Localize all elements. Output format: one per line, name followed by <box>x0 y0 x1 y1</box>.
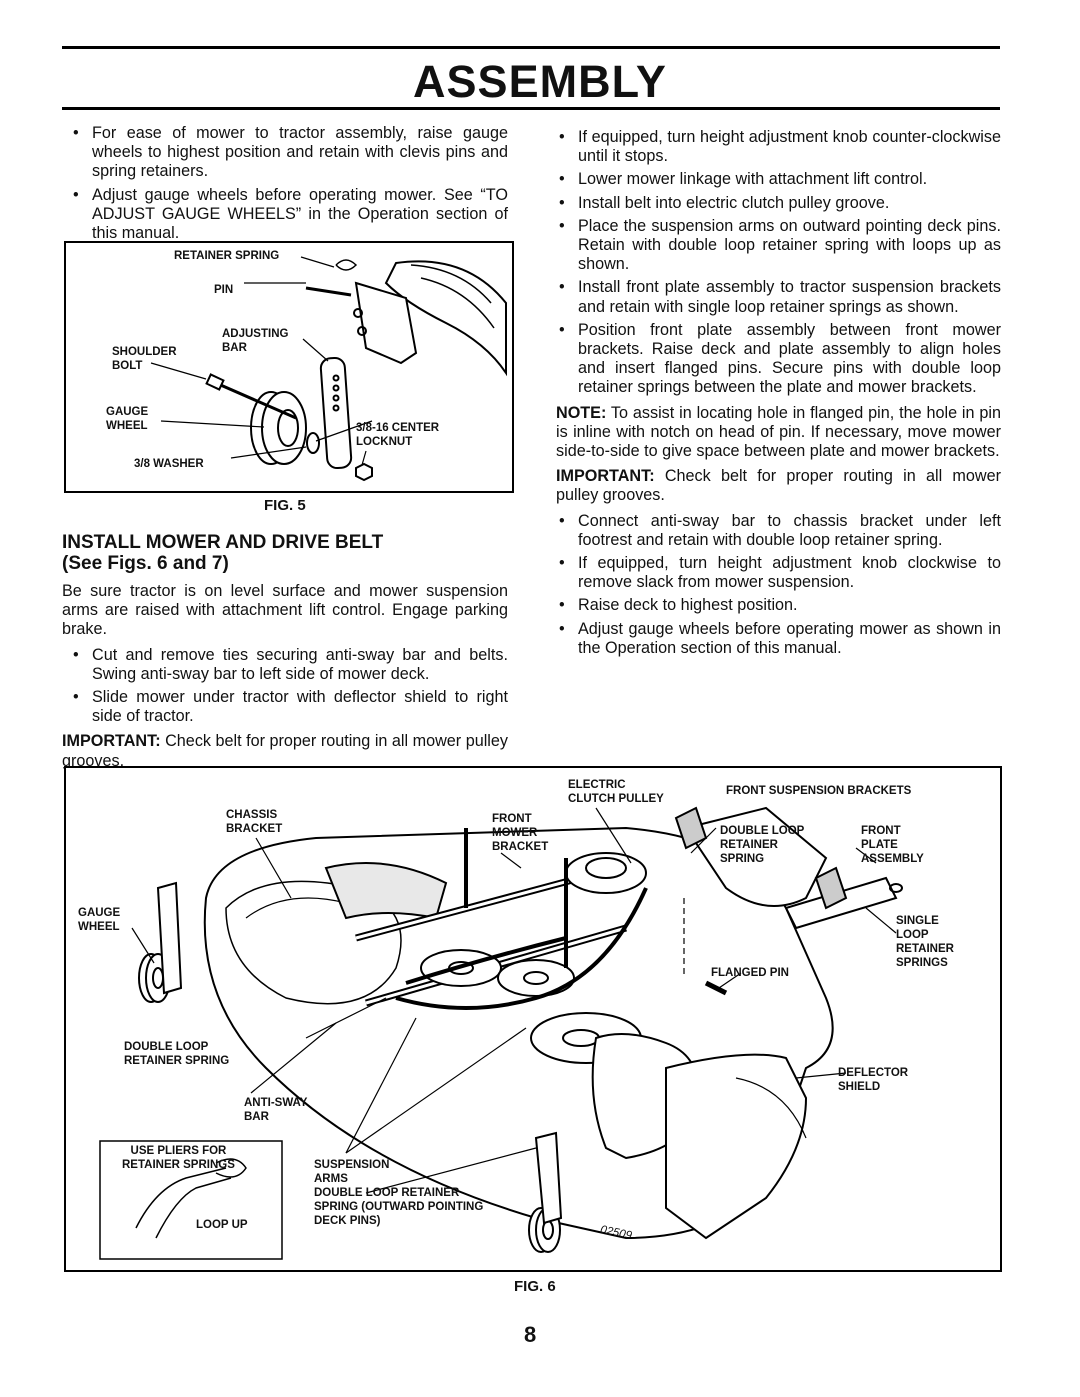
page-title: ASSEMBLY <box>413 56 667 107</box>
label-double-loop-outward: DOUBLE LOOP RETAINER SPRING (OUTWARD POI… <box>314 1187 484 1227</box>
label-shoulder-bolt: SHOULDER BOLT <box>112 346 177 372</box>
figure-6: ELECTRIC CLUTCH PULLEY FRONT SUSPENSION … <box>64 766 1002 1272</box>
right-column: If equipped, turn height adjustment knob… <box>556 128 1001 662</box>
important-note-right: IMPORTANT: Check belt for proper routing… <box>556 467 1001 505</box>
label-center-locknut: 3/8-16 CENTER LOCKNUT <box>356 422 440 448</box>
list-item: Lower mower linkage with attachment lift… <box>556 170 1001 189</box>
label-double-loop-retainer-spring-top: DOUBLE LOOP RETAINER SPRING <box>720 825 805 865</box>
list-item: Position front plate assembly between fr… <box>556 321 1001 398</box>
list-item: Install front plate assembly to tractor … <box>556 278 1001 316</box>
list-item: Cut and remove ties securing anti-sway b… <box>70 646 508 684</box>
note-paragraph: NOTE: To assist in locating hole in flan… <box>556 404 1001 462</box>
list-item: Install belt into electric clutch pulley… <box>556 194 1001 213</box>
label-electric-clutch-pulley: ELECTRIC CLUTCH PULLEY <box>568 779 664 805</box>
label-anti-sway-bar: ANTI-SWAY BAR <box>244 1097 308 1123</box>
section-heading: INSTALL MOWER AND DRIVE BELT (See Figs. … <box>62 532 508 574</box>
label-double-loop-retainer-spring-left: DOUBLE LOOP RETAINER SPRING <box>124 1041 230 1067</box>
label-deflector-shield: DEFLECTOR SHIELD <box>838 1067 909 1093</box>
fig6-illustration <box>99 806 903 1260</box>
figure-5: RETAINER SPRING PIN ADJUSTING BAR SHOULD… <box>64 241 514 493</box>
page-number: 8 <box>524 1322 537 1347</box>
left-column-bottom: INSTALL MOWER AND DRIVE BELT (See Figs. … <box>62 528 508 777</box>
intro-paragraph: Be sure tractor is on level surface and … <box>62 582 508 639</box>
important-text: Check belt for proper routing in all mow… <box>62 732 508 770</box>
list-item: Place the suspension arms on outward poi… <box>556 217 1001 275</box>
label-washer: 3/8 WASHER <box>134 458 204 470</box>
fig5-caption: FIG. 5 <box>264 497 306 514</box>
label-gauge-wheel: GAUGE WHEEL <box>78 907 121 933</box>
label-front-mower-bracket: FRONT MOWER BRACKET <box>492 813 549 853</box>
label-flanged-pin: FLANGED PIN <box>711 967 789 979</box>
list-item: Adjust gauge wheels before operating mow… <box>556 620 1001 658</box>
list-item: Slide mower under tractor with deflector… <box>70 688 508 726</box>
label-gauge-wheel: GAUGE WHEEL <box>106 406 149 432</box>
note-label: NOTE: <box>556 403 607 422</box>
important-note-left: IMPORTANT: Check belt for proper routing… <box>62 732 508 770</box>
label-front-plate-assembly: FRONT PLATE ASSEMBLY <box>861 825 924 865</box>
important-label: IMPORTANT: <box>62 732 161 751</box>
list-item: Adjust gauge wheels before operating mow… <box>70 186 508 244</box>
note-text: To assist in locating hole in flanged pi… <box>556 403 1001 461</box>
left-column-top: For ease of mower to tractor assembly, r… <box>70 124 508 247</box>
label-retainer-spring: RETAINER SPRING <box>174 250 280 262</box>
list-item: If equipped, turn height adjustment knob… <box>556 554 1001 592</box>
label-pin: PIN <box>214 284 234 296</box>
fig5-illustration <box>150 256 507 482</box>
important-label: IMPORTANT: <box>556 467 655 486</box>
label-loop-up: LOOP UP <box>196 1219 248 1231</box>
label-front-suspension-brackets: FRONT SUSPENSION BRACKETS <box>726 785 912 797</box>
list-item: Raise deck to highest position. <box>556 596 1001 615</box>
label-suspension-arms: SUSPENSION ARMS <box>314 1159 390 1185</box>
section-heading-line2: (See Figs. 6 and 7) <box>62 553 229 574</box>
list-item: Connect anti-sway bar to chassis bracket… <box>556 512 1001 550</box>
top-rule <box>62 46 1000 49</box>
title-underline <box>62 107 1000 110</box>
important-text: Check belt for proper routing in all mow… <box>556 467 1001 505</box>
list-item: For ease of mower to tractor assembly, r… <box>70 124 508 182</box>
label-single-loop-retainer-springs: SINGLE LOOP RETAINER SPRINGS <box>896 915 954 969</box>
label-use-pliers: USE PLIERS FOR RETAINER SPRINGS <box>122 1145 235 1171</box>
label-adjusting-bar: ADJUSTING BAR <box>222 328 289 354</box>
list-item: If equipped, turn height adjustment knob… <box>556 128 1001 166</box>
label-chassis-bracket: CHASSIS BRACKET <box>226 809 283 835</box>
fig6-caption: FIG. 6 <box>514 1278 556 1295</box>
section-heading-line1: INSTALL MOWER AND DRIVE BELT <box>62 532 384 553</box>
